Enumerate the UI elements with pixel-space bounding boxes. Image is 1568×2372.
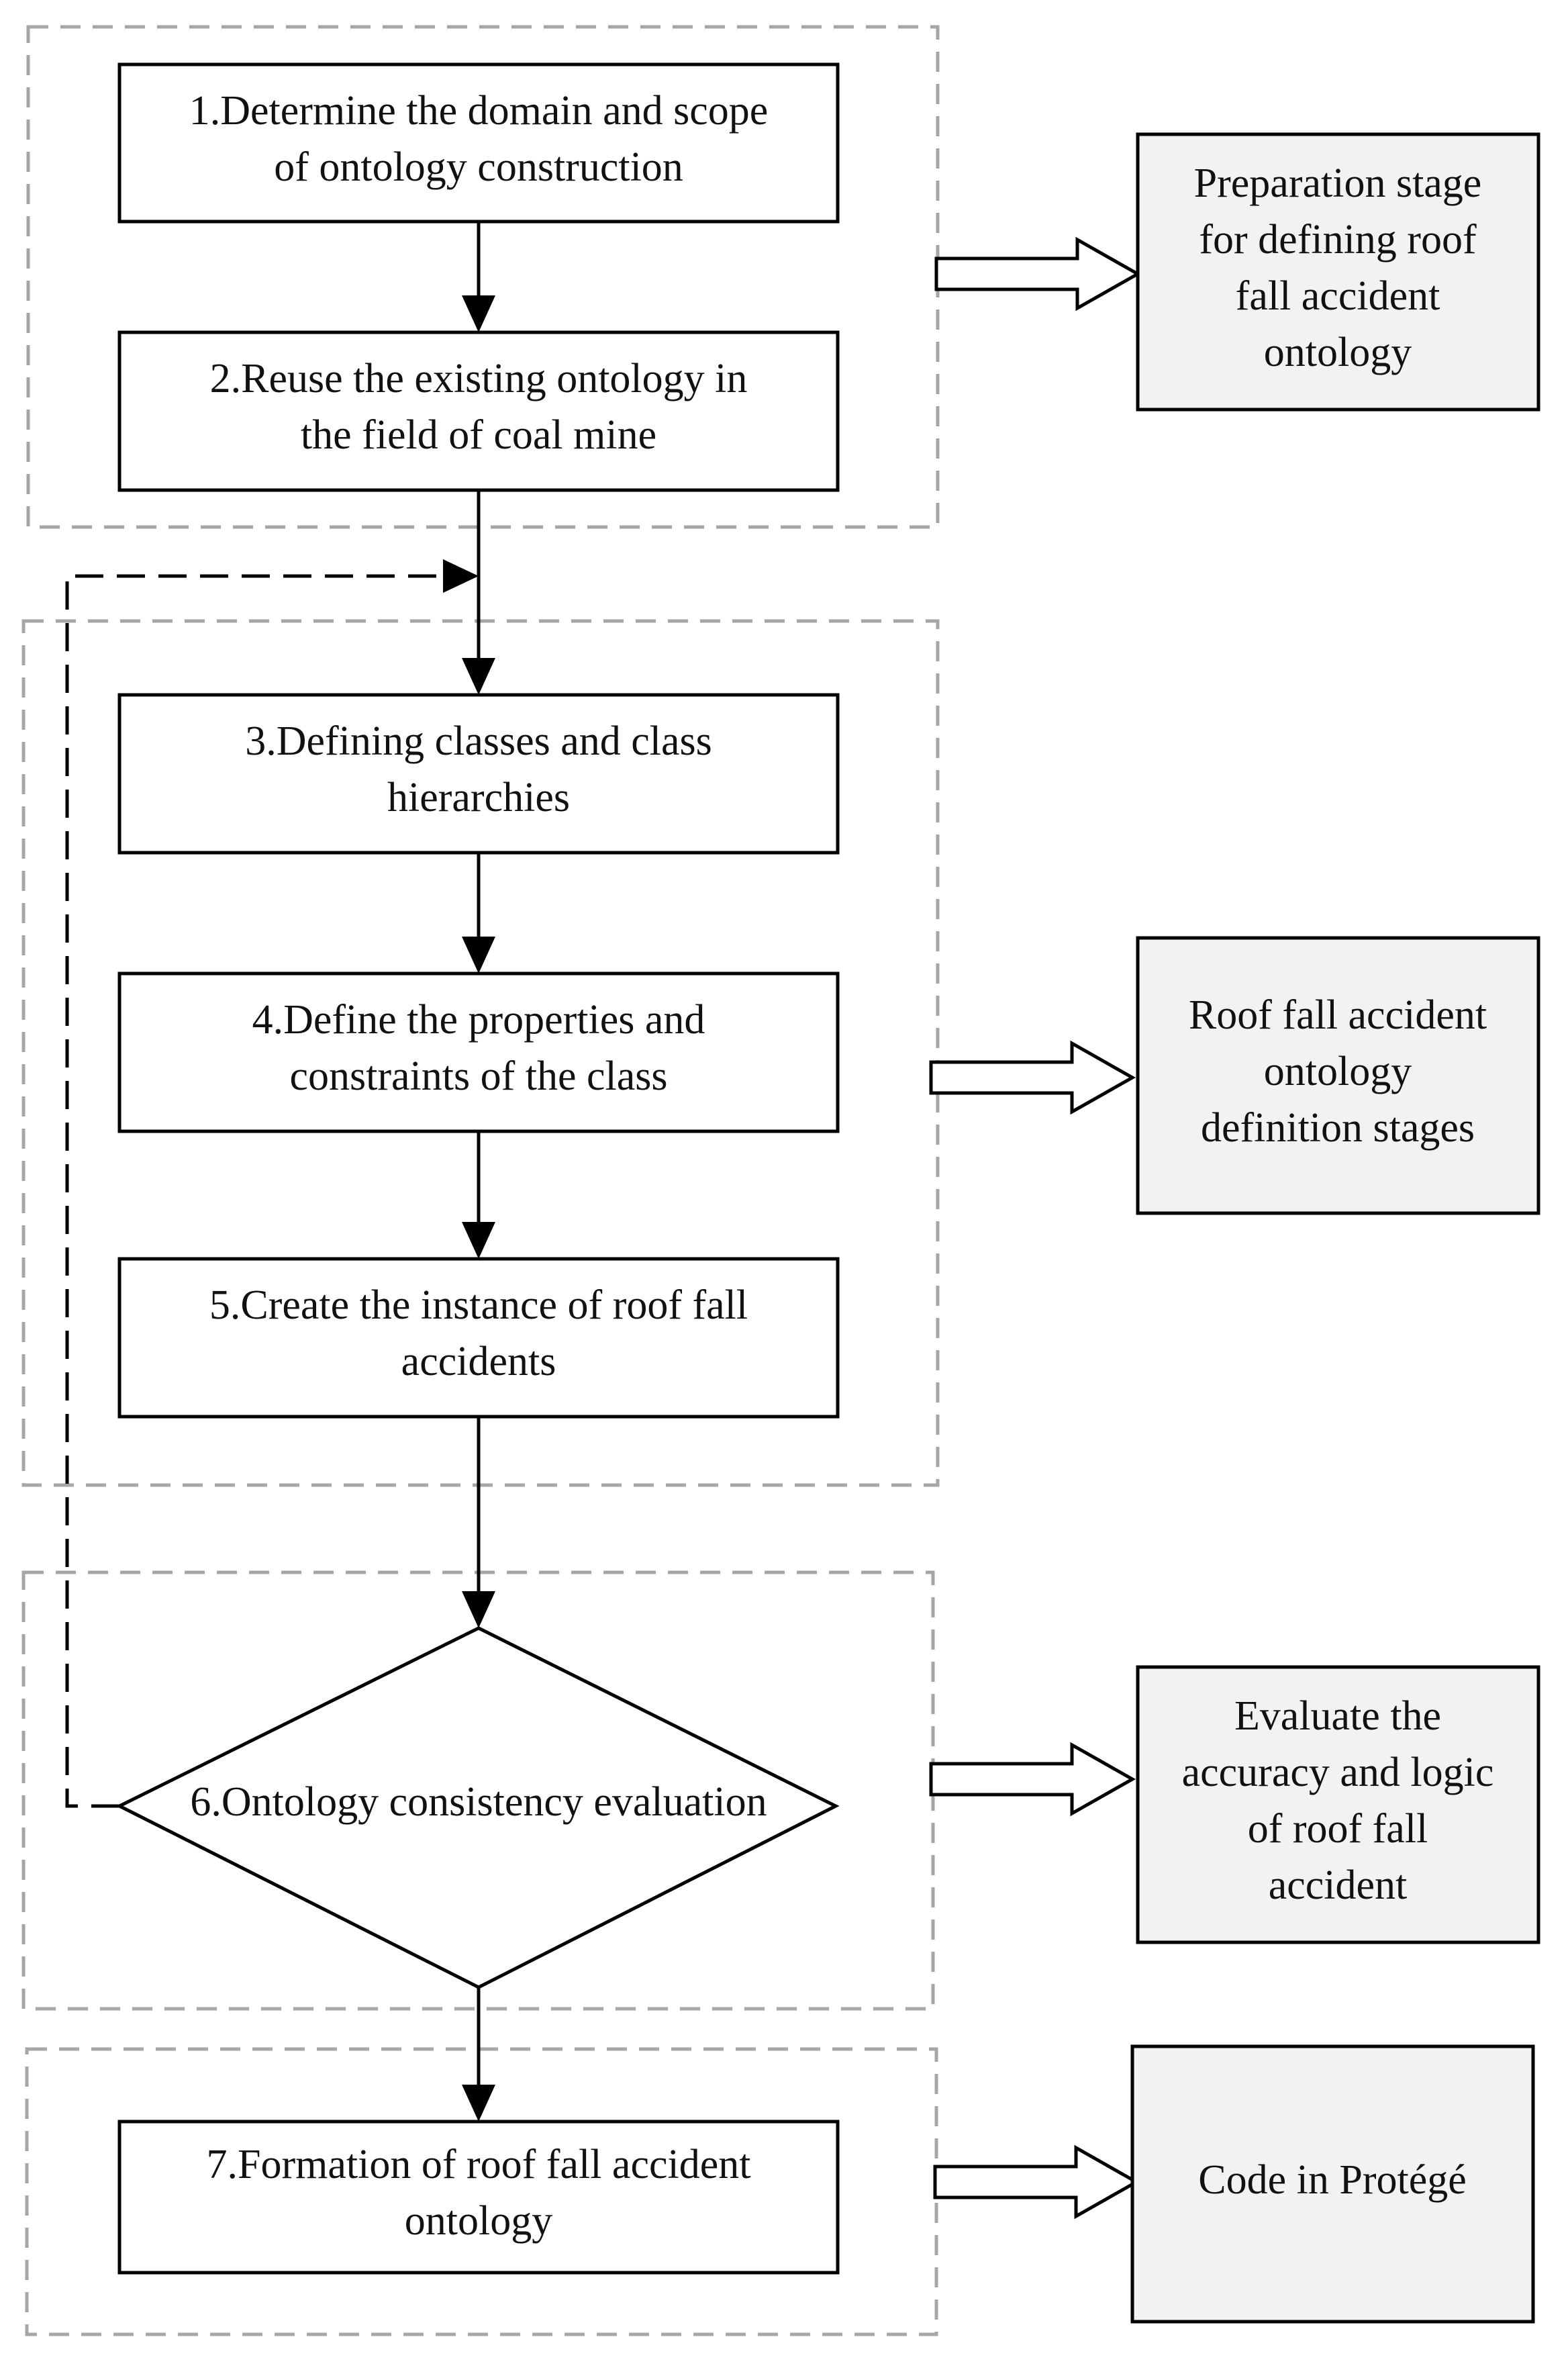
arrowhead-2-3 [462, 658, 495, 695]
step5-line-2: accidents [401, 1339, 556, 1384]
step2-box [117, 330, 840, 492]
step4-line-2: constraints of the class [289, 1053, 667, 1099]
step1-text: 1.Determine the domain and scope of ontol… [189, 88, 769, 190]
flow-connectors [462, 222, 495, 2122]
arrowhead-1-2 [462, 295, 495, 332]
step3-box [117, 693, 840, 855]
step1-line-2: of ontology construction [274, 144, 683, 190]
stage1-box [1136, 132, 1540, 412]
stage3-arrow [929, 1742, 1136, 1817]
step3-line-2: hierarchies [387, 775, 570, 820]
arrowhead-5-6 [462, 1591, 495, 1628]
stage4-line-1: Code in Protégé [1198, 2157, 1467, 2203]
step2-line-1: 2.Reuse the existing ontology in [210, 356, 748, 401]
stage3-box [1136, 1665, 1540, 1944]
stage2-line-3: definition stages [1201, 1105, 1475, 1151]
step1-box [117, 62, 840, 224]
stage4-box [1130, 2044, 1535, 2324]
arrowhead-6-7 [462, 2085, 495, 2122]
step6-text: 6.Ontology consistency evaluation [190, 1779, 767, 1825]
stage4-arrow [933, 2144, 1140, 2220]
phase-group-formation [25, 2047, 938, 2336]
step7-box [117, 2120, 840, 2275]
stage1-line-4: ontology [1264, 330, 1412, 375]
step5-line-1: 5.Create the instance of roof fall [209, 1282, 748, 1328]
step5-box [117, 1257, 840, 1419]
arrowhead-4-5 [462, 1222, 495, 1259]
stage2-text: Roof fall accident ontology definition sta… [1189, 992, 1487, 1151]
step4-text: 4.Define the properties and constraints o… [252, 997, 705, 1099]
stage4-text: Code in Protégé [1198, 2157, 1467, 2203]
step7-line-1: 7.Formation of roof fall accident [207, 2142, 751, 2187]
stage1-text: Preparation stage for defining roof fall a… [1194, 160, 1482, 375]
step2-text: 2.Reuse the existing ontology in the fiel… [210, 356, 748, 458]
phase-group-preparation [26, 25, 940, 529]
step4-box [117, 971, 840, 1133]
step7-line-2: ontology [405, 2198, 552, 2244]
step3-text: 3.Defining classes and class hierarchies [245, 718, 712, 820]
step1-line-1: 1.Determine the domain and scope [189, 88, 769, 134]
step7-text: 7.Formation of roof fall accident ontolog… [207, 2142, 751, 2244]
stage-arrows [929, 236, 1142, 2220]
stage3-line-2: accuracy and logic [1182, 1750, 1494, 1795]
stage1-line-2: for defining roof [1199, 217, 1477, 263]
stage2-arrow [929, 1040, 1136, 1115]
feedback-loop-line [65, 574, 443, 1808]
stage2-line-2: ontology [1264, 1049, 1412, 1094]
step2-line-2: the field of coal mine [301, 412, 656, 458]
stage3-line-3: of roof fall [1248, 1806, 1428, 1852]
phase-group-definition [21, 619, 940, 1487]
stage1-line-1: Preparation stage [1194, 160, 1482, 206]
stage2-box [1136, 936, 1540, 1215]
stage3-line-1: Evaluate the [1234, 1693, 1441, 1739]
arrowhead-3-4 [462, 937, 495, 974]
stage3-text: Evaluate the accuracy and logic of roof fa… [1182, 1693, 1494, 1908]
stage2-line-1: Roof fall accident [1189, 992, 1487, 1038]
step6-line-1: 6.Ontology consistency evaluation [190, 1779, 767, 1825]
feedback-loop [65, 559, 479, 1808]
stage1-arrow [934, 236, 1142, 312]
step4-line-1: 4.Define the properties and [252, 997, 705, 1043]
feedback-loop-arrowhead [443, 559, 479, 593]
stage1-line-3: fall accident [1236, 273, 1440, 319]
step3-line-1: 3.Defining classes and class [245, 718, 712, 764]
step6-decision-diamond [115, 1626, 840, 1989]
step5-text: 5.Create the instance of roof fall accide… [209, 1282, 748, 1384]
stage3-line-4: accident [1269, 1862, 1408, 1908]
